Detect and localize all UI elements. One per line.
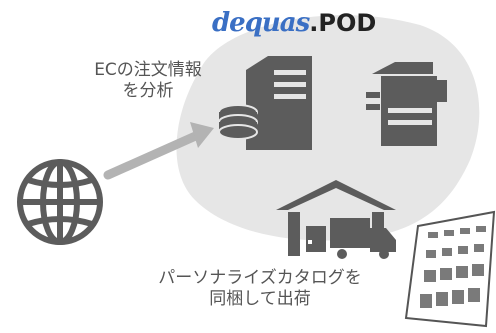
analyze-caption-line2: を分析: [122, 81, 174, 102]
printer-icon: [366, 62, 447, 146]
truck-icon: [330, 218, 396, 259]
catalog-icon: [404, 210, 496, 328]
globe-icon: [17, 159, 103, 245]
server-icon: [246, 56, 312, 150]
bundle-caption-line2: 同梱して出荷: [209, 289, 311, 310]
logo-script: dequas: [212, 8, 310, 38]
bundle-caption-line1: パーソナライズカタログを: [158, 268, 362, 288]
analyze-caption-line1: ECの注文情報: [94, 60, 202, 80]
bundle-caption: パーソナライズカタログを 同梱して出荷: [120, 268, 400, 311]
analyze-caption: ECの注文情報 を分析: [78, 60, 218, 103]
database-icon: [218, 104, 258, 140]
dequas-pod-logo: dequas.POD: [212, 8, 376, 38]
logo-suffix: .POD: [309, 9, 377, 37]
flow-arrow: [103, 122, 214, 180]
warehouse-icon: [276, 180, 396, 256]
